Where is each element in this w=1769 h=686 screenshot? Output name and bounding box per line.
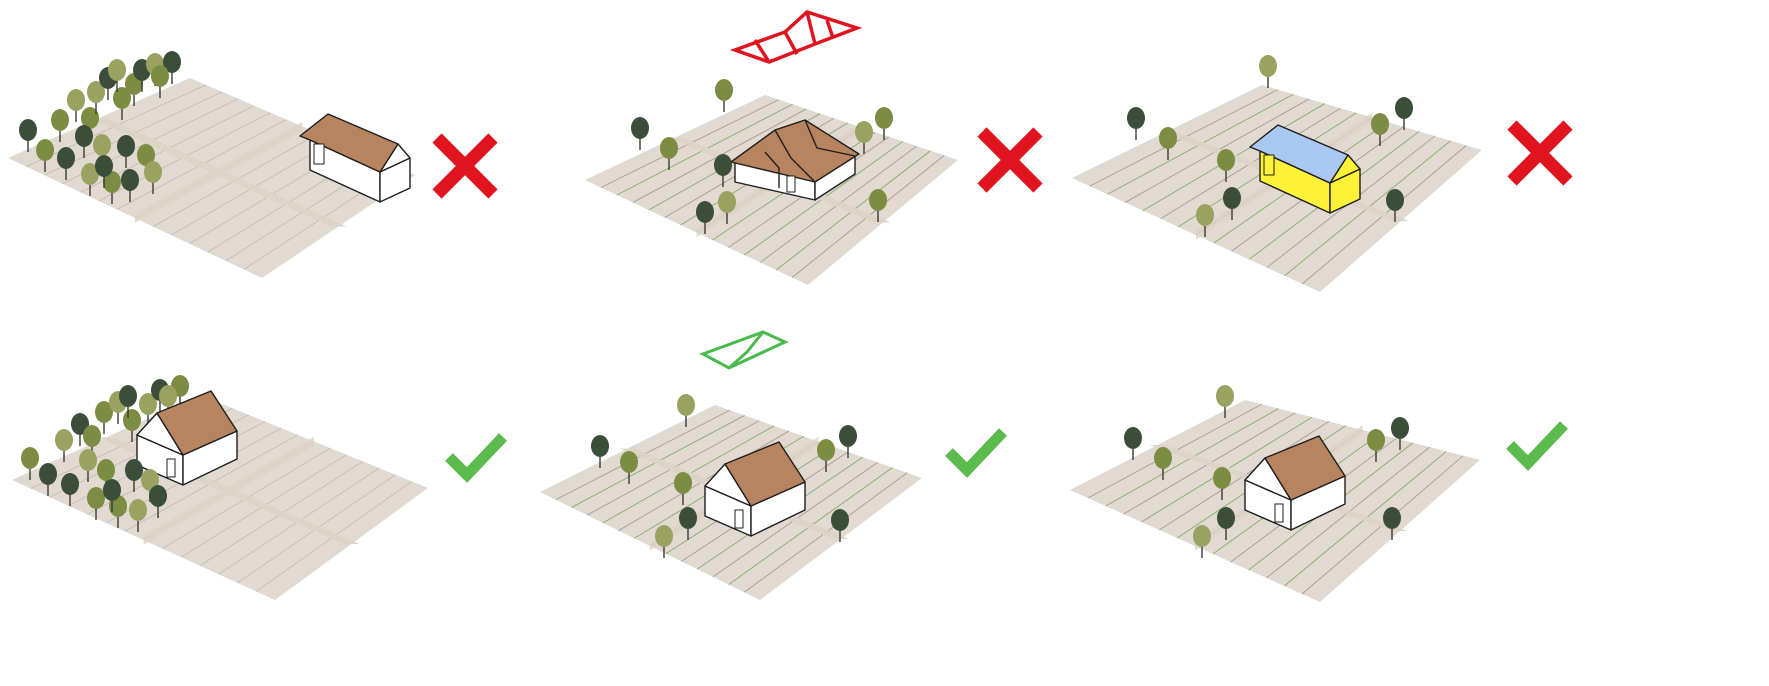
tree-canopy — [1395, 97, 1413, 119]
panel-6 — [1070, 385, 1564, 602]
house-door — [167, 459, 175, 477]
tree-icon — [1259, 55, 1277, 88]
tree-canopy — [57, 147, 75, 169]
tree-canopy — [129, 499, 147, 521]
tree-canopy — [103, 479, 121, 501]
tree-canopy — [55, 429, 73, 451]
tree-canopy — [95, 155, 113, 177]
tree-canopy — [875, 107, 893, 129]
tree-canopy — [677, 394, 695, 416]
tree-canopy — [144, 161, 162, 183]
tree-canopy — [718, 191, 736, 213]
house-door — [735, 510, 743, 528]
tree-canopy — [831, 509, 849, 531]
tree-canopy — [1391, 417, 1409, 439]
tree-canopy — [51, 109, 69, 131]
tree-canopy — [1216, 385, 1234, 407]
tree-canopy — [149, 485, 167, 507]
tree-canopy — [1154, 447, 1172, 469]
tree-canopy — [1371, 113, 1389, 135]
tree-canopy — [36, 139, 54, 161]
tree-canopy — [108, 59, 126, 81]
panel-3 — [1072, 55, 1568, 292]
tree-canopy — [93, 134, 111, 156]
tree-canopy — [1223, 187, 1241, 209]
tree-canopy — [21, 447, 39, 469]
tree-canopy — [714, 154, 732, 176]
tree-canopy — [1386, 189, 1404, 211]
tree-canopy — [715, 79, 733, 101]
tree-icon — [715, 79, 733, 112]
tree-canopy — [1259, 55, 1277, 77]
tree-icon — [1395, 97, 1413, 130]
tree-canopy — [1213, 467, 1231, 489]
tree-canopy — [1196, 204, 1214, 226]
roof-outline — [703, 332, 785, 368]
check-icon — [1510, 425, 1564, 463]
tree-canopy — [159, 385, 177, 407]
tree-canopy — [655, 525, 673, 547]
tree-canopy — [674, 472, 692, 494]
roof-outline-ridge — [785, 32, 797, 54]
tree-canopy — [121, 169, 139, 191]
tree-canopy — [125, 459, 143, 481]
roof-outline-ridge — [827, 20, 833, 38]
tree-canopy — [61, 473, 79, 495]
roof-outline-ridge — [807, 12, 815, 44]
tree-canopy — [67, 89, 85, 111]
house-door — [314, 144, 324, 164]
tree-canopy — [117, 135, 135, 157]
tree-canopy — [87, 487, 105, 509]
tree-canopy — [591, 435, 609, 457]
tree-canopy — [620, 451, 638, 473]
panel-2 — [585, 12, 1038, 285]
tree-canopy — [123, 409, 141, 431]
tree-canopy — [151, 65, 169, 87]
tree-canopy — [855, 121, 873, 143]
cross-icon — [982, 132, 1038, 188]
complex-roof-outline-icon — [735, 12, 857, 62]
tree-canopy — [817, 439, 835, 461]
tree-canopy — [1193, 525, 1211, 547]
tree-canopy — [75, 125, 93, 147]
panel-4 — [12, 375, 503, 600]
tree-canopy — [1124, 427, 1142, 449]
tree-canopy — [1367, 429, 1385, 451]
tree-icon — [1127, 107, 1145, 140]
tree-canopy — [660, 137, 678, 159]
panel-5 — [540, 332, 1003, 600]
check-icon — [949, 432, 1003, 470]
check-icon — [449, 437, 503, 475]
tree-canopy — [79, 449, 97, 471]
tree-canopy — [1217, 149, 1235, 171]
panel-1 — [8, 51, 493, 278]
tree-canopy — [631, 117, 649, 139]
cross-icon — [1512, 125, 1568, 181]
tree-canopy — [696, 201, 714, 223]
tree-canopy — [119, 385, 137, 407]
tree-canopy — [83, 425, 101, 447]
house-door — [1275, 504, 1283, 522]
tree-canopy — [1383, 507, 1401, 529]
tree-canopy — [1217, 507, 1235, 529]
cross-icon — [437, 138, 493, 194]
tree-canopy — [1127, 107, 1145, 129]
house-door — [787, 176, 795, 192]
tree-canopy — [839, 425, 857, 447]
tree-canopy — [19, 119, 37, 141]
tree-canopy — [1159, 127, 1177, 149]
tree-icon — [631, 117, 649, 150]
tree-canopy — [97, 459, 115, 481]
simple-roof-outline-icon — [703, 332, 785, 368]
house-door — [1264, 155, 1274, 175]
tree-canopy — [39, 463, 57, 485]
tree-icon — [1193, 525, 1211, 558]
tree-canopy — [869, 189, 887, 211]
tree-canopy — [679, 507, 697, 529]
